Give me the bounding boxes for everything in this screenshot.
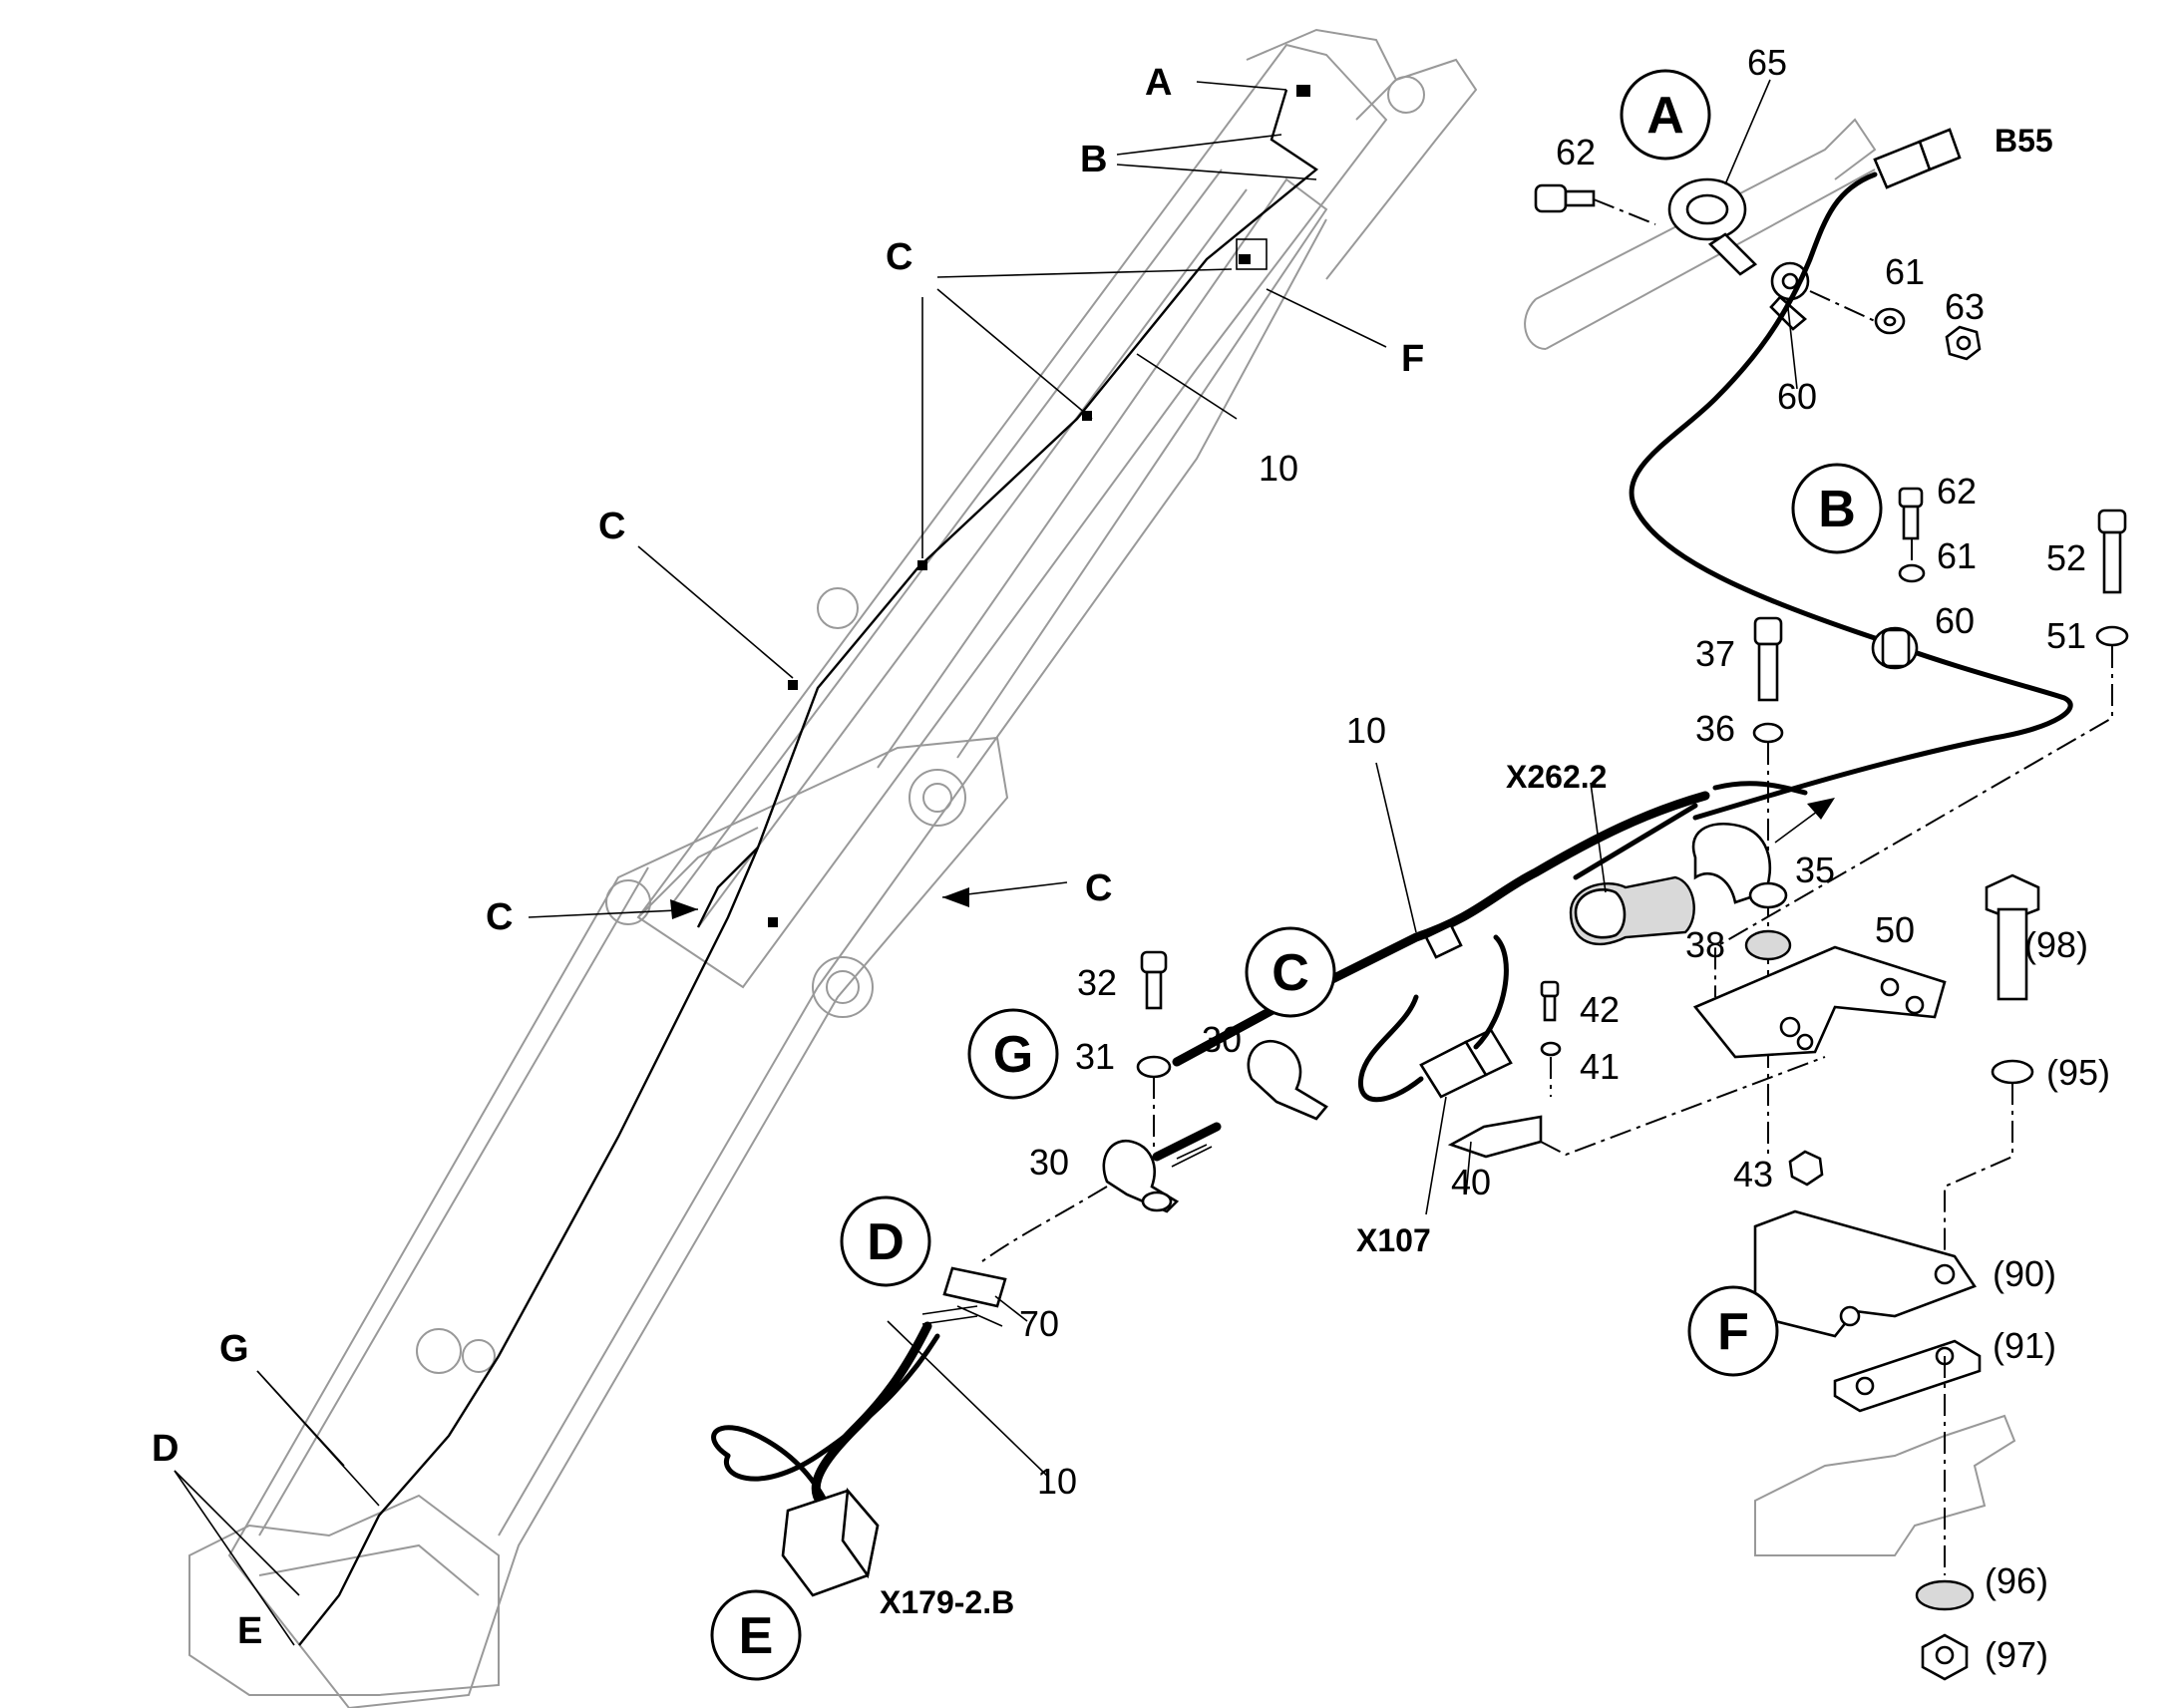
part-91: (91) xyxy=(1993,1325,2056,1366)
part-37: 37 xyxy=(1695,633,1735,674)
part-30-b: 30 xyxy=(1029,1142,1069,1183)
detail-c-group xyxy=(981,616,1947,1262)
callout-g-text: G xyxy=(993,1026,1033,1084)
part-10-a: 10 xyxy=(1346,710,1386,751)
boom-label-b: B xyxy=(1080,139,1107,180)
part-62-b: 62 xyxy=(1937,471,1977,512)
part-98: (98) xyxy=(2024,924,2088,965)
part-90: (90) xyxy=(1993,1253,2056,1294)
part-60-b: 60 xyxy=(1935,600,1975,641)
part-65: 65 xyxy=(1747,42,1787,83)
part-31: 31 xyxy=(1075,1036,1115,1077)
boom-label-c-top: C xyxy=(886,236,912,278)
connector-x107: X107 xyxy=(1356,1222,1431,1258)
part-51: 51 xyxy=(2046,615,2086,656)
part-number-labels: 65 62 61 63 60 62 61 60 52 51 37 36 10 3… xyxy=(1019,42,2110,1675)
connector-x179-2b: X179-2.B xyxy=(880,1584,1014,1620)
part-70: 70 xyxy=(1019,1303,1059,1344)
callout-c: C xyxy=(1245,926,1336,1018)
boom-label-c-middle: C xyxy=(598,506,625,547)
boom-label-10: 10 xyxy=(1259,448,1298,489)
boom-illustration xyxy=(174,28,1478,1708)
part-97: (97) xyxy=(1985,1634,2048,1675)
boom-label-g: G xyxy=(219,1328,249,1370)
callout-b: B xyxy=(1791,463,1883,554)
boom-label-c-left: C xyxy=(486,896,513,938)
part-61-b: 61 xyxy=(1937,535,1977,576)
boom-label-e: E xyxy=(237,1610,262,1652)
callout-f: F xyxy=(1687,1285,1779,1377)
boom-label-f: F xyxy=(1401,338,1424,380)
part-95: (95) xyxy=(2046,1052,2110,1093)
callout-a-text: A xyxy=(1646,87,1684,145)
part-35: 35 xyxy=(1795,850,1835,890)
part-41: 41 xyxy=(1580,1046,1620,1087)
detail-f-group xyxy=(1753,873,2040,1681)
part-32: 32 xyxy=(1077,962,1117,1003)
part-38: 38 xyxy=(1685,924,1725,965)
part-61-a: 61 xyxy=(1885,251,1925,292)
part-leaders xyxy=(956,79,1798,1327)
part-43: 43 xyxy=(1733,1154,1773,1195)
boom-label-c-right: C xyxy=(1085,867,1112,909)
callout-g: G xyxy=(967,1008,1059,1100)
part-10-b: 10 xyxy=(1037,1461,1077,1502)
part-42: 42 xyxy=(1580,989,1620,1030)
boom-label-d: D xyxy=(152,1428,179,1470)
callout-c-text: C xyxy=(1272,944,1309,1002)
connector-b55: B55 xyxy=(1995,123,2053,159)
callout-a: A xyxy=(1620,69,1711,161)
part-36: 36 xyxy=(1695,708,1735,749)
detail-a-group xyxy=(1524,118,2129,997)
part-63: 63 xyxy=(1945,286,1985,327)
connector-labels: B55 X262.2 X107 X179-2.B xyxy=(880,123,2053,1620)
part-40: 40 xyxy=(1451,1162,1491,1202)
callout-d-text: D xyxy=(867,1213,905,1271)
detail-d-e-group xyxy=(711,1266,1048,1597)
part-52: 52 xyxy=(2046,537,2086,578)
part-62-a: 62 xyxy=(1556,132,1596,172)
callout-f-text: F xyxy=(1717,1303,1749,1361)
callout-e-text: E xyxy=(739,1607,774,1665)
boom-label-a: A xyxy=(1145,62,1172,104)
connector-x262-2: X262.2 xyxy=(1506,759,1607,795)
callout-e: E xyxy=(710,1589,802,1681)
callout-b-text: B xyxy=(1818,481,1856,538)
callout-d: D xyxy=(840,1196,931,1287)
part-50: 50 xyxy=(1875,909,1915,950)
part-96: (96) xyxy=(1985,1560,2048,1601)
part-30-a: 30 xyxy=(1202,1019,1242,1060)
